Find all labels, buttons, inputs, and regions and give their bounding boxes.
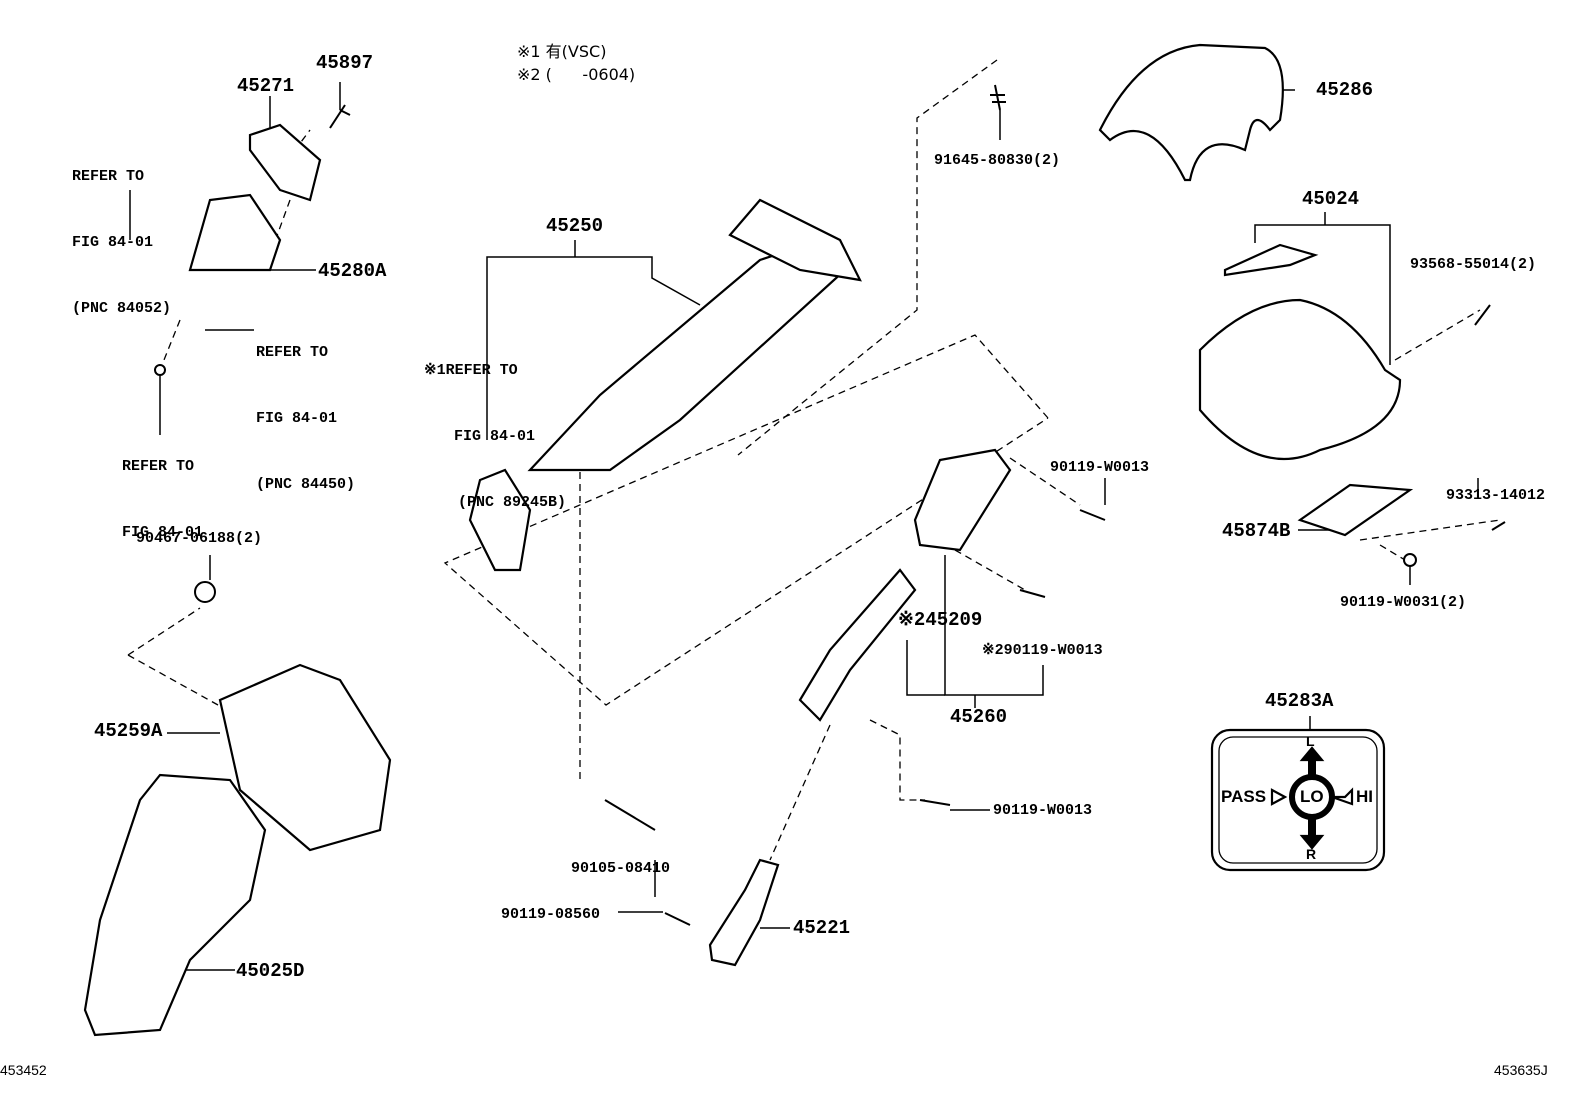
- refer-note-89245B[interactable]: ※1REFER TO FIG 84-01 (PNC 89245B): [424, 316, 566, 536]
- diagram-code-right: 453635J: [1494, 1062, 1548, 1078]
- lower-cover-45024: [1198, 298, 1402, 461]
- part-label-45260[interactable]: 45260: [950, 706, 1008, 728]
- part-label-90119-W0013-d[interactable]: 90119-W0013: [993, 802, 1093, 819]
- part-label-45024[interactable]: 45024: [1302, 188, 1360, 210]
- part-label-45280A[interactable]: 45280A: [318, 260, 387, 282]
- refer-line: REFER TO: [256, 344, 329, 361]
- part-label-90119-W0031[interactable]: 90119-W0031(2): [1340, 594, 1467, 611]
- part-label-90119-W0013-c[interactable]: ※290119-W0013: [982, 642, 1103, 659]
- part-label-45283A[interactable]: 45283A: [1265, 690, 1334, 712]
- refer-line: FIG 84-01: [122, 524, 204, 541]
- part-outlines: [83, 43, 1414, 1037]
- leader-lines: [129, 82, 1479, 971]
- refer-line: FIG 84-01: [454, 428, 536, 445]
- plate-45024: [1223, 243, 1319, 277]
- refer-line: FIG 84-01: [72, 234, 154, 251]
- refer-line: FIG 84-01: [256, 410, 338, 427]
- part-label-45259A[interactable]: 45259A: [94, 720, 163, 742]
- joint-upper: [913, 448, 1012, 552]
- plate-label-hi: HI: [1356, 787, 1373, 806]
- part-label-91645-80830[interactable]: 91645-80830(2): [934, 152, 1061, 169]
- part-45271: [248, 123, 322, 202]
- refer-line: REFER TO: [122, 458, 195, 475]
- bracket-89245B: [468, 468, 532, 572]
- part-label-90105-08410[interactable]: 90105-08410: [571, 860, 671, 877]
- part-label-45025D[interactable]: 45025D: [236, 960, 305, 982]
- part-45221: [708, 858, 780, 967]
- part-label-90119-W0013-a[interactable]: 90119-W0013: [1050, 459, 1150, 476]
- refer-line: (PNC 84450): [256, 476, 356, 493]
- column-45250: [527, 238, 847, 472]
- refer-note-84450[interactable]: REFER TO FIG 84-01 (PNC 84450): [256, 298, 355, 518]
- upper-cover-45286: [1098, 43, 1284, 182]
- part-label-45897[interactable]: 45897: [316, 52, 374, 74]
- dashed-lines: [127, 59, 1501, 861]
- boot-45025D: [83, 773, 267, 1037]
- part-label-90467-06188[interactable]: 90467-06188(2): [136, 530, 263, 547]
- bracket: [728, 198, 862, 282]
- part-label-93568-55014[interactable]: 93568-55014(2): [1410, 256, 1537, 273]
- diagram-code-left: 453452: [0, 1062, 47, 1078]
- plate-label-pass: PASS: [1221, 787, 1267, 806]
- switch-45280A: [188, 193, 282, 272]
- part-label-45271[interactable]: 45271: [237, 75, 295, 97]
- refer-line: (PNC 89245B): [458, 494, 567, 511]
- part-label-45250[interactable]: 45250: [546, 215, 604, 237]
- plate-45874B: [1297, 483, 1414, 537]
- refer-note-fig-84-01[interactable]: REFER TO FIG 84-01: [122, 412, 203, 566]
- fasteners: [154, 84, 1506, 926]
- part-label-45209[interactable]: ※245209: [898, 609, 983, 631]
- part-label-45221[interactable]: 45221: [793, 917, 851, 939]
- refer-line: ※1REFER TO: [424, 362, 518, 379]
- refer-line: (PNC 84052): [72, 300, 172, 317]
- plate-label-r: R: [1306, 846, 1317, 862]
- part-label-45286[interactable]: 45286: [1316, 79, 1374, 101]
- note-2: ※2 ( -0604): [517, 65, 636, 84]
- part-label-45874B[interactable]: 45874B: [1222, 520, 1291, 542]
- part-label-93313-14012[interactable]: 93313-14012: [1446, 487, 1546, 504]
- note-1: ※1 有(VSC): [517, 42, 607, 61]
- plate-label-lo: LO: [1300, 787, 1324, 806]
- refer-note-84052[interactable]: REFER TO FIG 84-01 (PNC 84052): [72, 122, 171, 342]
- part-label-90119-08560[interactable]: 90119-08560: [501, 906, 601, 923]
- plate-label-l: L: [1306, 733, 1315, 749]
- refer-line: REFER TO: [72, 168, 145, 185]
- shaft-45260: [798, 568, 917, 722]
- cover-45259A: [218, 663, 392, 852]
